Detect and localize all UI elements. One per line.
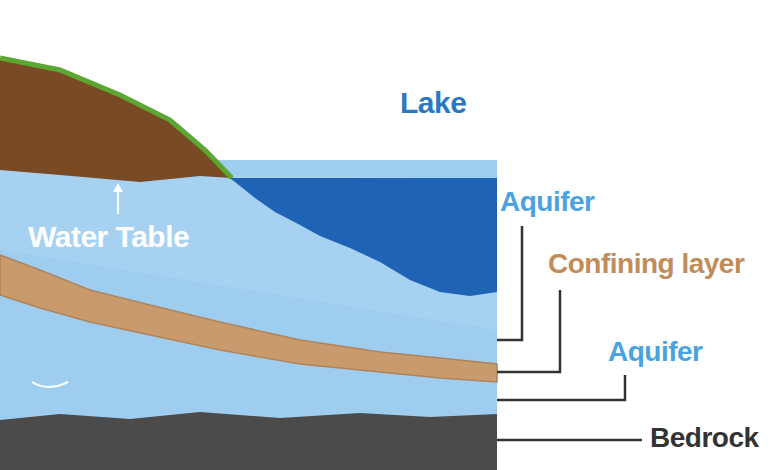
aquifer-label: Aquifer	[608, 338, 703, 366]
aquifer-label: Aquifer	[500, 188, 595, 216]
bedrock-label: Bedrock	[650, 424, 759, 452]
confining-layer-label: Confining layer	[548, 250, 744, 278]
lake-label: Lake	[400, 88, 466, 118]
water-table-label: Water Table	[28, 222, 189, 252]
